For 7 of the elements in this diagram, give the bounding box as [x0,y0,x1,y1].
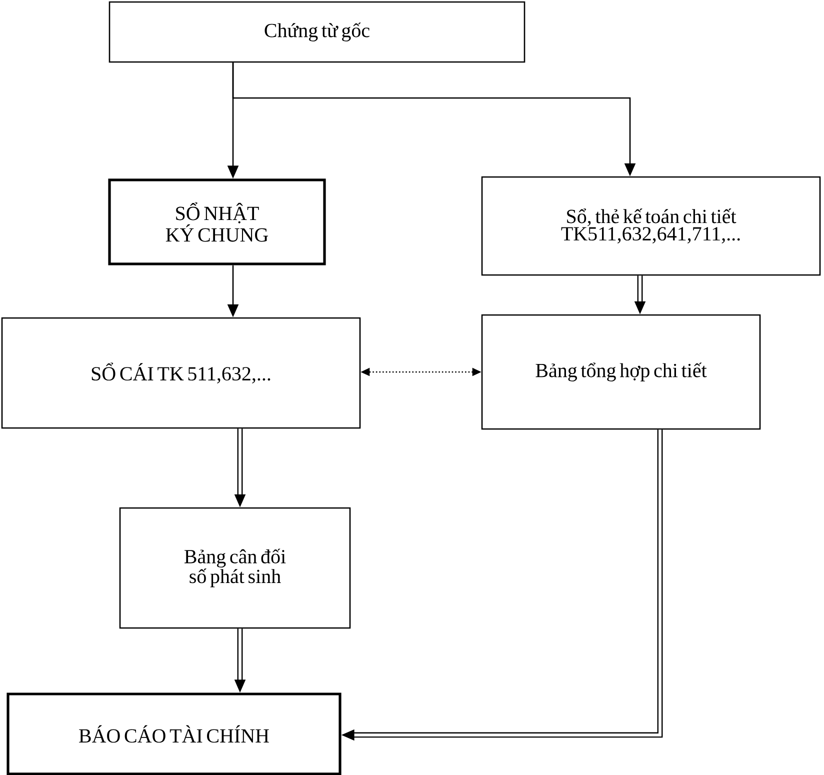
process-box: Sổ, thẻ kế toán chi tiết TK511,632,641,711,... [481,176,821,276]
process-box: Bảng cân đối số phát sinh [119,507,351,629]
process-box: Chứng từ gốc [108,1,526,63]
process-box: Bảng tổng hợp chi tiết [481,314,761,430]
process-box: SỔ CÁI TK 511,632,... [1,317,361,429]
process-box: BÁO CÁO TÀI CHÍNH [6,692,342,775]
process-box: SỔ NHẬT KÝ CHUNG [108,178,326,266]
